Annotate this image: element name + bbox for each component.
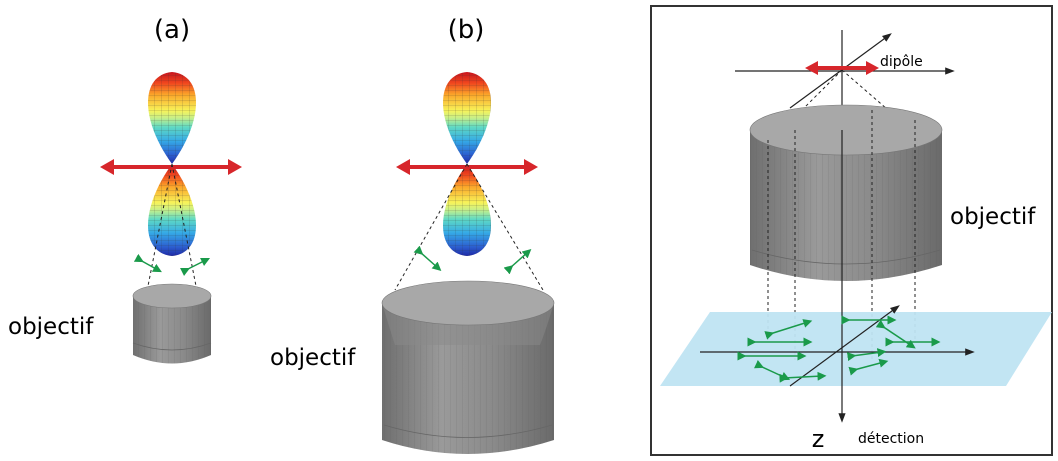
dipole-arrow-c bbox=[805, 61, 879, 75]
dipole-arrow-b bbox=[396, 159, 538, 175]
panel-a-label: (a) bbox=[154, 15, 190, 45]
green-arrows-b bbox=[413, 245, 532, 275]
green-arrows-a bbox=[133, 253, 211, 277]
z-axis-label: z bbox=[812, 425, 825, 453]
panel-a: (a) objectif bbox=[8, 15, 242, 364]
green-arrows-c bbox=[737, 315, 941, 383]
objective-label-a: objectif bbox=[8, 314, 94, 340]
dipole-label: dipôle bbox=[880, 54, 923, 70]
radiation-pattern-a bbox=[148, 72, 196, 256]
objective-label-c: objectif bbox=[950, 204, 1036, 230]
panel-b: (b) objectif bbox=[270, 15, 555, 454]
objective-small bbox=[132, 283, 212, 364]
panel-c-frame bbox=[650, 5, 1053, 456]
dipole-arrow-a bbox=[100, 159, 242, 175]
detection-label: détection bbox=[858, 431, 924, 447]
panel-b-label: (b) bbox=[448, 15, 485, 45]
panel-c: dipôle objectif bbox=[650, 5, 1053, 456]
objective-c bbox=[749, 104, 943, 360]
radiation-pattern-b bbox=[443, 72, 491, 256]
objective-large bbox=[381, 280, 555, 454]
objective-label-b: objectif bbox=[270, 345, 356, 371]
